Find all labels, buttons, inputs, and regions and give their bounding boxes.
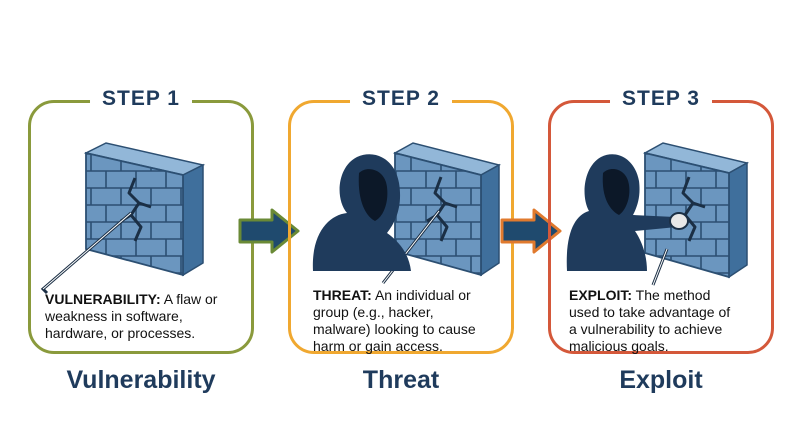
definition-line: The method — [632, 287, 711, 303]
term: EXPLOIT: — [569, 287, 633, 303]
definition-line: A flaw or — [160, 291, 218, 307]
definition-line: group (e.g., hacker, — [313, 304, 434, 320]
step-description: EXPLOIT: The method used to take advanta… — [569, 287, 789, 355]
brick-wall-icon — [566, 142, 750, 286]
definition-line: a vulnerability to achieve — [569, 321, 723, 337]
definition-line: harm or gain access. — [313, 338, 443, 354]
hooded-figure-icon — [566, 154, 689, 271]
definition-line: An individual or — [371, 287, 471, 303]
hooded-figure-icon — [312, 154, 411, 271]
step-1-panel: STEP 1 VULNERABILITY: A flaw or weakness… — [28, 87, 254, 354]
step-label: STEP 1 — [90, 87, 192, 111]
term: THREAT: — [313, 287, 372, 303]
step-3-panel: STEP 3 EXPLOIT: The method used to take … — [548, 87, 774, 354]
step-title: Threat — [362, 366, 440, 394]
step-title: Exploit — [619, 366, 703, 394]
brick-wall-icon — [312, 142, 502, 284]
step-2-panel: STEP 2 THREAT: An individual or group (e… — [288, 87, 514, 354]
right-arrow-icon — [500, 208, 562, 254]
step-label: STEP 3 — [610, 87, 712, 111]
definition-line: weakness in software, — [45, 308, 183, 324]
definition-line: malware) looking to cause — [313, 321, 476, 337]
definition-line: used to take advantage of — [569, 304, 731, 320]
term: VULNERABILITY: — [45, 291, 161, 307]
right-arrow-icon — [238, 208, 300, 254]
step-label: STEP 2 — [350, 87, 452, 111]
definition-line: hardware, or processes. — [45, 325, 196, 341]
step-description: VULNERABILITY: A flaw or weakness in sof… — [45, 291, 265, 342]
step-description: THREAT: An individual or group (e.g., ha… — [313, 287, 533, 355]
brick-wall-icon — [40, 142, 206, 295]
definition-line: malicious goals. — [569, 338, 669, 354]
step-title: Vulnerability — [66, 366, 216, 394]
